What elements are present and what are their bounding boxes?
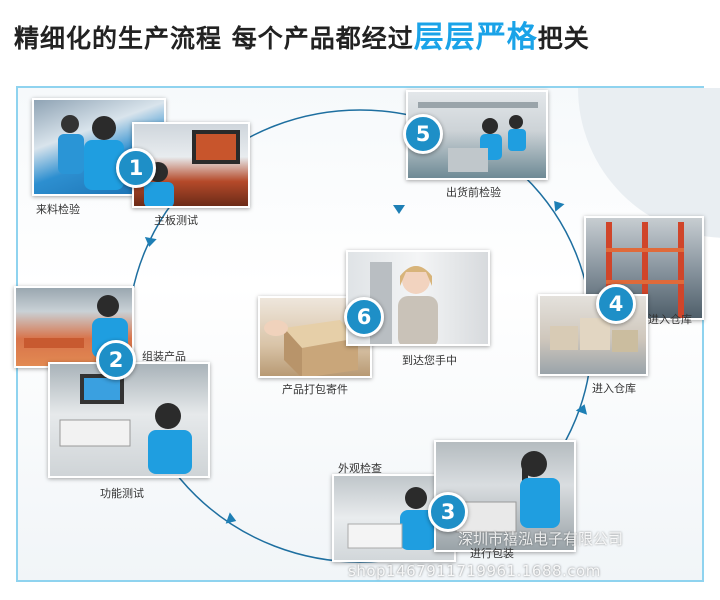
step-badge-3: 3 [428, 492, 468, 532]
step-caption: 出货前检验 [446, 186, 501, 199]
title-prefix: 精细化的生产流程 每个产品都经过 [14, 24, 414, 53]
title-suffix: 把关 [537, 24, 590, 53]
worker-illustration [455, 451, 560, 533]
shelving-illustration [606, 222, 684, 318]
step-caption: 外观检查 [338, 462, 382, 475]
boxes-illustration [550, 318, 638, 352]
step-caption: 组装产品 [142, 350, 186, 363]
parcel-illustration [264, 320, 358, 376]
title-highlight: 层层严格 [413, 20, 538, 55]
mainboard-test-photo [132, 122, 250, 208]
step-badge-2: 2 [96, 340, 136, 380]
step-badge-1: 1 [116, 148, 156, 188]
worker-illustration [347, 487, 436, 550]
step-caption: 产品打包寄件 [282, 383, 348, 396]
courier-illustration [370, 262, 438, 344]
step-caption: 进行包装 [470, 547, 514, 560]
company-watermark: 深圳市禧泓电子有限公司 [458, 530, 624, 548]
step-caption: 功能测试 [100, 487, 144, 500]
worker-illustration [58, 115, 124, 190]
step-badge-4: 4 [596, 284, 636, 324]
step-caption: 主板测试 [154, 214, 198, 227]
page-title: 精细化的生产流程 每个产品都经过层层严格把关 [14, 12, 590, 55]
function-test-photo [48, 362, 210, 478]
warehouse-boxes-photo [538, 294, 648, 376]
step-caption: 来料检验 [36, 203, 80, 216]
arrow-icon [143, 237, 157, 248]
test-bench-illustration [59, 374, 192, 474]
warehouse-line-illustration [418, 102, 538, 172]
step-caption: 进入仓库 [648, 313, 692, 326]
step-badge-6: 6 [344, 297, 384, 337]
step-caption: 进入仓库 [592, 382, 636, 395]
arrow-icon [393, 205, 405, 214]
monitor-illustration [144, 130, 240, 206]
shop-url-watermark: shop1467911719961.1688.com [348, 562, 601, 580]
step-badge-5: 5 [403, 114, 443, 154]
step-caption: 到达您手中 [402, 354, 457, 367]
